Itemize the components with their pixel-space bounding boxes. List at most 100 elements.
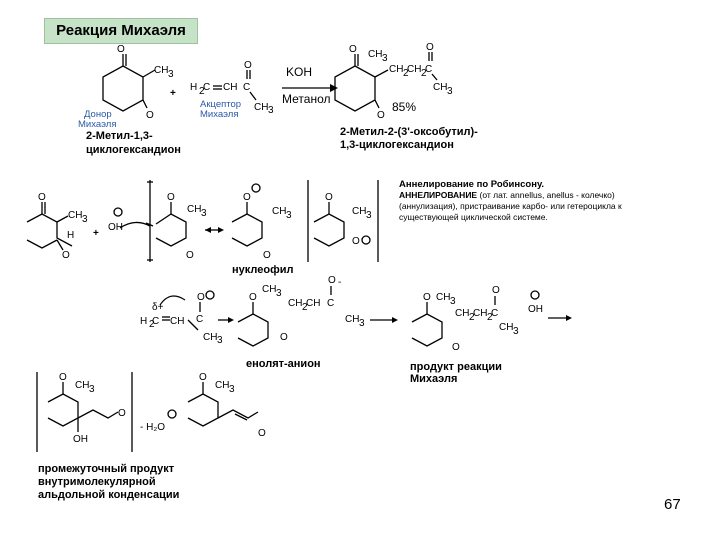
svg-text:2: 2 bbox=[469, 312, 475, 323]
svg-text:-: - bbox=[338, 277, 341, 288]
svg-text:C: C bbox=[243, 82, 250, 93]
svg-text:C: C bbox=[327, 298, 334, 309]
page-number: 67 bbox=[664, 496, 681, 513]
svg-text:CH: CH bbox=[203, 332, 217, 343]
intermediate-line3: альдольной конденсации bbox=[38, 489, 180, 501]
svg-text:3: 3 bbox=[201, 208, 207, 219]
svg-text:O: O bbox=[263, 250, 271, 261]
yield-label: 85% bbox=[392, 100, 417, 114]
svg-text:CH: CH bbox=[254, 102, 268, 113]
svg-text:C: C bbox=[196, 314, 203, 325]
donor-oxo-2: O bbox=[146, 110, 154, 121]
svg-text:O: O bbox=[352, 236, 360, 247]
annelation-text: (от лат. annellus, anellus - колечко) (а… bbox=[399, 190, 622, 222]
svg-text:OH: OH bbox=[108, 222, 123, 233]
svg-text:O: O bbox=[59, 372, 67, 383]
svg-text:CH: CH bbox=[407, 64, 421, 75]
svg-text:CH: CH bbox=[352, 206, 366, 217]
svg-text:O: O bbox=[258, 428, 266, 439]
svg-text:CH: CH bbox=[75, 380, 89, 391]
svg-text:2: 2 bbox=[421, 68, 427, 79]
svg-text:3: 3 bbox=[447, 86, 453, 97]
svg-text:CH: CH bbox=[288, 298, 302, 309]
svg-text:3: 3 bbox=[366, 210, 372, 221]
slide-title: Реакция Михаэля bbox=[44, 18, 198, 44]
svg-text:CH: CH bbox=[455, 308, 469, 319]
product-name-line1: 2-Метил-2-(3'-оксобутил)- bbox=[340, 126, 478, 138]
svg-text:2: 2 bbox=[403, 68, 409, 79]
svg-text:C: C bbox=[203, 82, 210, 93]
donor-oxo-1: O bbox=[117, 44, 125, 55]
svg-text:O: O bbox=[199, 372, 207, 383]
svg-text:CH: CH bbox=[272, 206, 286, 217]
svg-text:CH: CH bbox=[345, 314, 359, 325]
donor-role-line1: Донор bbox=[84, 109, 112, 120]
annelation-title: Аннелирование по Робинсону. bbox=[399, 179, 545, 190]
svg-text:CH: CH bbox=[262, 284, 276, 295]
svg-text:CH: CH bbox=[306, 298, 320, 309]
svg-text:O: O bbox=[377, 110, 385, 121]
svg-text:O: O bbox=[280, 332, 288, 343]
svg-text:2: 2 bbox=[302, 302, 308, 313]
svg-text:CH: CH bbox=[68, 210, 82, 221]
product-name-line2: 1,3-циклогександион bbox=[340, 139, 454, 151]
svg-text:2: 2 bbox=[487, 312, 493, 323]
svg-text:CH: CH bbox=[436, 292, 450, 303]
svg-text:O: O bbox=[328, 275, 336, 286]
svg-text:O: O bbox=[452, 342, 460, 353]
svg-text:C: C bbox=[425, 64, 432, 75]
svg-text:3: 3 bbox=[268, 105, 274, 116]
svg-text:C: C bbox=[152, 316, 159, 327]
svg-text:CH: CH bbox=[187, 204, 201, 215]
donor-role-line2: Михаэля bbox=[78, 119, 117, 130]
svg-text:H: H bbox=[190, 82, 197, 93]
annelation-note: Аннелирование по Робинсону. АННЕЛИРОВАНИ… bbox=[399, 179, 664, 223]
donor-methyl: CH bbox=[154, 65, 168, 76]
acceptor-role-line2: Михаэля bbox=[200, 109, 239, 120]
svg-text:- H₂O: - H₂O bbox=[140, 422, 165, 433]
svg-text:O: O bbox=[243, 192, 251, 203]
donor-name-line1: 2-Метил-1,3- bbox=[86, 130, 153, 142]
svg-text:H: H bbox=[140, 316, 147, 327]
solvent-label: Метанол bbox=[282, 92, 331, 106]
michael-product-line2: Михаэля bbox=[410, 373, 458, 385]
svg-text:O: O bbox=[197, 292, 205, 303]
svg-text:C: C bbox=[491, 308, 498, 319]
svg-text:O: O bbox=[325, 192, 333, 203]
svg-text:CH: CH bbox=[473, 308, 487, 319]
svg-text:3: 3 bbox=[382, 53, 388, 64]
svg-text:3: 3 bbox=[89, 384, 95, 395]
svg-text:3: 3 bbox=[168, 69, 174, 80]
michael-product-line1: продукт реакции bbox=[410, 361, 502, 373]
svg-text:O: O bbox=[244, 60, 252, 71]
svg-text:O: O bbox=[186, 250, 194, 261]
acceptor-role-line1: Акцептор bbox=[200, 99, 242, 110]
svg-text:OH: OH bbox=[73, 434, 88, 445]
intermediate-line1: промежуточный продукт bbox=[38, 463, 175, 475]
donor-name-line2: циклогександион bbox=[86, 144, 181, 156]
svg-text:H: H bbox=[67, 230, 74, 241]
reagent-label: KOH bbox=[286, 65, 313, 79]
svg-text:2: 2 bbox=[149, 319, 155, 330]
svg-text:CH: CH bbox=[223, 82, 237, 93]
svg-text:3: 3 bbox=[229, 384, 235, 395]
svg-text:2: 2 bbox=[199, 86, 205, 97]
svg-text:3: 3 bbox=[286, 210, 292, 221]
svg-text:3: 3 bbox=[276, 288, 282, 299]
svg-text:CH: CH bbox=[433, 82, 447, 93]
svg-text:O: O bbox=[426, 42, 434, 53]
svg-text:O: O bbox=[118, 408, 126, 419]
annelation-term: АННЕЛИРОВАНИЕ bbox=[399, 190, 478, 200]
svg-text:3: 3 bbox=[359, 318, 365, 329]
svg-text:3: 3 bbox=[217, 335, 223, 346]
svg-text:3: 3 bbox=[450, 296, 456, 307]
svg-text:O: O bbox=[62, 250, 70, 261]
enolate-label: енолят-анион bbox=[246, 358, 321, 370]
plus-sign-1: + bbox=[170, 88, 176, 99]
